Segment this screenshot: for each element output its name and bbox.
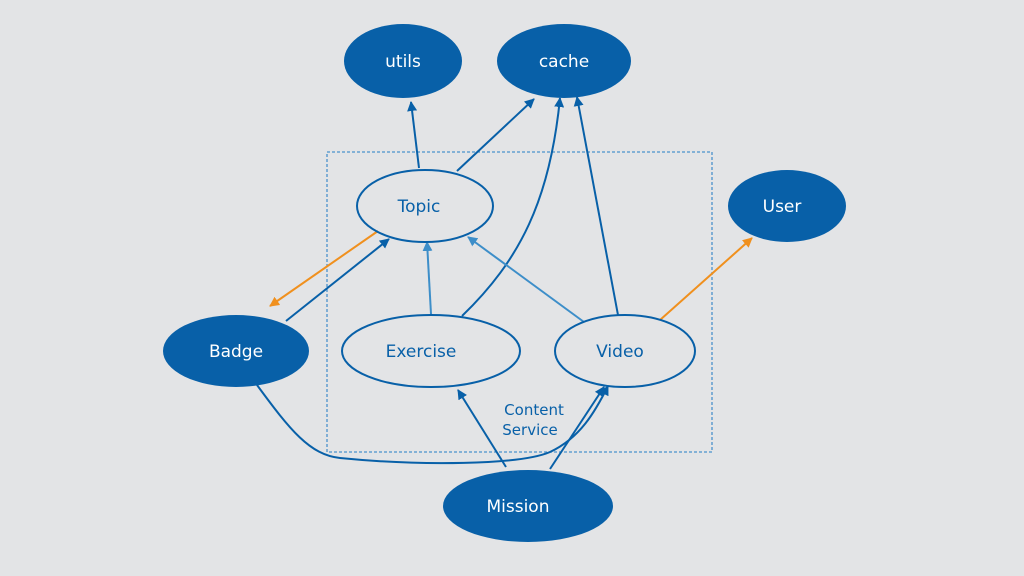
edge-topic-to-badge	[269, 230, 379, 307]
node-utils[interactable]: utils	[344, 24, 462, 98]
node-utils-label: utils	[385, 52, 421, 72]
edge-badge-to-video	[256, 384, 609, 465]
node-mission[interactable]: Mission	[443, 470, 613, 542]
edge-exercise-to-topic	[422, 241, 433, 315]
node-video[interactable]: Video	[554, 314, 696, 388]
node-video-label: Video	[596, 342, 644, 362]
group-label-line2: Service	[502, 421, 557, 439]
node-exercise-label: Exercise	[386, 342, 457, 362]
node-badge-label: Badge	[209, 342, 263, 362]
edge-mission-to-exercise	[457, 389, 507, 468]
edge-video-to-cache	[573, 96, 619, 316]
edge-mission-to-video	[549, 386, 605, 470]
node-mission-label: Mission	[486, 497, 549, 517]
edge-topic-to-cache	[456, 98, 535, 172]
edge-video-to-topic	[467, 236, 585, 323]
edge-badge-to-topic	[285, 238, 390, 322]
node-topic[interactable]: Topic	[356, 169, 494, 243]
content-service-group-box	[326, 151, 713, 453]
node-badge[interactable]: Badge	[163, 315, 309, 387]
node-cache-label: cache	[539, 52, 589, 72]
edge-video-to-user	[659, 237, 753, 321]
edge-topic-to-utils	[407, 101, 420, 169]
node-user-label: User	[763, 197, 802, 217]
edge-exercise-to-cache	[461, 97, 565, 317]
node-user[interactable]: User	[728, 170, 846, 242]
node-cache[interactable]: cache	[497, 24, 631, 98]
node-topic-label: Topic	[397, 197, 441, 217]
node-exercise[interactable]: Exercise	[341, 314, 521, 388]
group-label-line1: Content	[504, 401, 564, 419]
